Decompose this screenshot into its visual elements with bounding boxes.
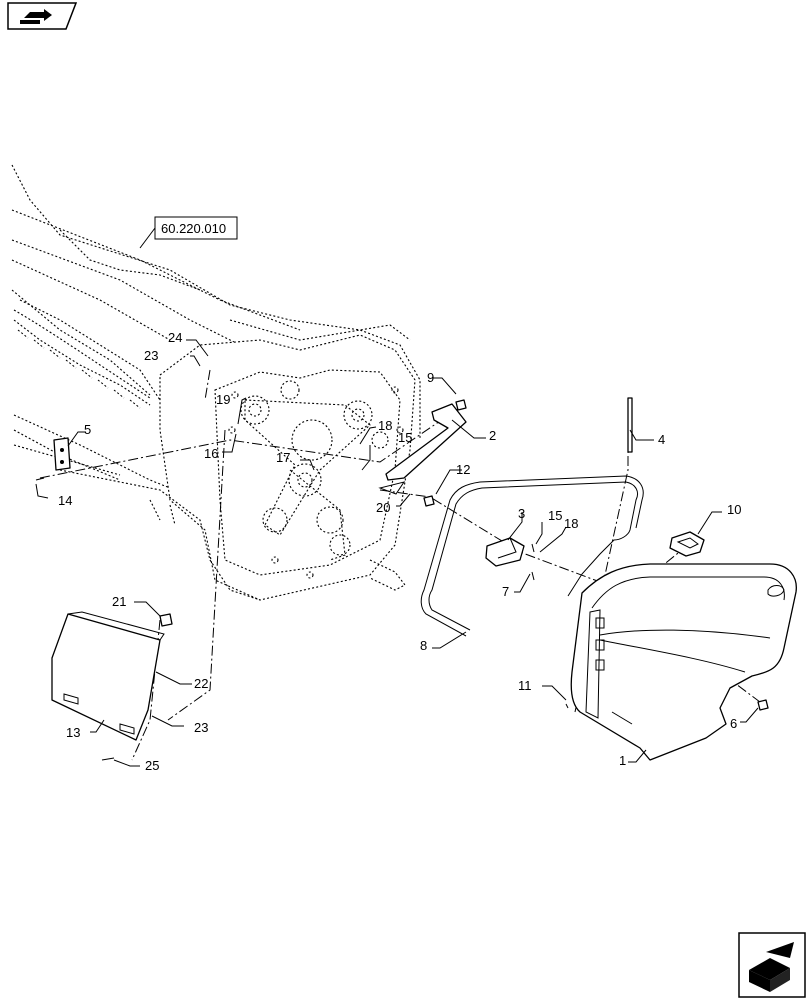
callout-18-lower: 18 [564, 516, 578, 531]
fasteners [35, 399, 769, 761]
callout-5: 5 [84, 422, 91, 437]
callout-18-upper: 18 [378, 418, 392, 433]
header-frame [11, 164, 421, 601]
rod-part-4 [627, 397, 633, 453]
callout-23-upper: 23 [144, 348, 158, 363]
callout-3: 3 [518, 506, 525, 521]
previous-page-icon[interactable] [7, 2, 78, 30]
callout-15-lower: 15 [548, 508, 562, 523]
leader-lines [35, 339, 759, 767]
grommet-part-10 [669, 531, 705, 557]
bracket-part-5 [53, 437, 71, 471]
reference-box[interactable]: 60.220.010 [154, 216, 238, 240]
callout-13: 13 [66, 725, 80, 740]
callout-6: 6 [730, 716, 737, 731]
callout-10: 10 [727, 502, 741, 517]
callout-21: 21 [112, 594, 126, 609]
callout-25: 25 [145, 758, 159, 773]
callout-2: 2 [489, 428, 496, 443]
callout-17: 17 [276, 450, 290, 465]
callout-4: 4 [658, 432, 665, 447]
callout-22: 22 [194, 676, 208, 691]
callout-16: 16 [204, 446, 218, 461]
callout-11: 11 [518, 678, 532, 693]
callout-14: 14 [58, 493, 72, 508]
bracket-part-2 [378, 403, 467, 495]
callout-9: 9 [427, 370, 434, 385]
reference-box-label: 60.220.010 [161, 221, 226, 236]
side-shield-part-1 [570, 563, 797, 761]
callout-12: 12 [456, 462, 470, 477]
callout-23-lower: 23 [194, 720, 208, 735]
next-page-icon[interactable] [738, 932, 806, 998]
callout-20: 20 [376, 500, 390, 515]
callout-1: 1 [619, 753, 626, 768]
callout-7: 7 [502, 584, 509, 599]
callout-labels: 1 2 3 4 5 6 7 8 9 10 11 12 13 14 15 15 1… [58, 330, 741, 773]
callout-15-upper: 15 [398, 430, 412, 445]
clip-part-3 [485, 537, 525, 567]
bent-rod-part-8 [420, 475, 644, 637]
guard-part-13 [51, 611, 165, 741]
callout-8: 8 [420, 638, 427, 653]
callout-24: 24 [168, 330, 182, 345]
callout-19: 19 [216, 392, 230, 407]
